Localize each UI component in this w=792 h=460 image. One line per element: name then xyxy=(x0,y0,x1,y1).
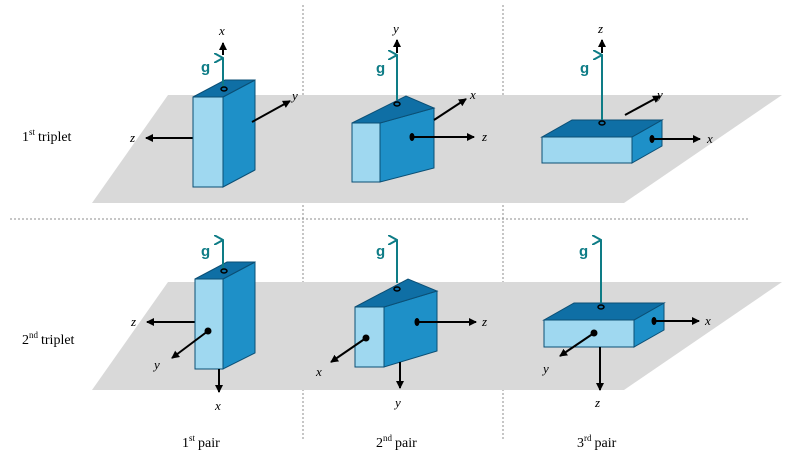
row-label-2-word: triplet xyxy=(41,333,75,348)
axis-label-y: y xyxy=(655,87,663,102)
axis-label-y: y xyxy=(152,357,160,372)
axis-label-z: z xyxy=(130,314,136,329)
sensor-origin-dot xyxy=(651,317,657,325)
sensor-front-dot xyxy=(362,334,370,342)
gravity-label: g xyxy=(579,243,588,260)
column-label-1-word: pair xyxy=(198,436,220,451)
sensor-box-top xyxy=(540,119,664,138)
column-label-3-sup: rd xyxy=(584,433,592,443)
sensor-box-top xyxy=(354,278,439,308)
axis-label-y: y xyxy=(393,395,401,410)
column-label-3-word: pair xyxy=(595,436,617,451)
sensor-box-top xyxy=(351,95,436,124)
row-label-2-ordinal: 2 xyxy=(22,333,29,348)
sensor-box-top xyxy=(542,302,666,321)
axis-label-z: z xyxy=(481,129,487,144)
sensor-box-top xyxy=(194,261,256,280)
sensor-origin-dot xyxy=(414,318,420,326)
column-label-1-sup: st xyxy=(189,433,196,443)
axis-arrow-x xyxy=(433,98,467,121)
axis-label-x: x xyxy=(218,23,225,38)
axis-label-x: x xyxy=(315,364,322,379)
sensor-top-dot xyxy=(220,268,228,274)
sensor-top-dot xyxy=(598,120,606,126)
column-label-3-ordinal: 3 xyxy=(577,436,584,451)
sensor-top-dot xyxy=(393,286,401,292)
axis-label-z: z xyxy=(481,314,487,329)
panel-row1-col2: x z g y xyxy=(351,21,487,183)
sensor-box-front xyxy=(192,96,224,188)
sensor-box-top xyxy=(192,79,256,98)
sensor-box-side xyxy=(222,79,256,188)
column-label-1-ordinal: 1 xyxy=(182,436,189,451)
panel-row2-col2: z x g y xyxy=(315,240,487,410)
gravity-label: g xyxy=(201,59,210,76)
axis-label-y: y xyxy=(290,88,298,103)
gravity-label: g xyxy=(376,60,385,77)
sensor-box-front xyxy=(354,306,385,368)
gravity-label: g xyxy=(580,60,589,77)
row-label-1-sup: st xyxy=(29,127,36,137)
row-label-1-word: triplet xyxy=(38,130,72,145)
gravity-label: g xyxy=(201,243,210,260)
column-label-2-sup: nd xyxy=(383,433,393,443)
sensor-origin-dot xyxy=(409,133,415,141)
panel-row1-col3: y x g z xyxy=(540,21,713,164)
gravity-label: g xyxy=(376,243,385,260)
axis-label-z: z xyxy=(594,395,600,410)
sensor-top-dot xyxy=(393,101,401,107)
row-label-1-ordinal: 1 xyxy=(22,130,29,145)
sensor-top-dot xyxy=(597,304,605,310)
axis-label-x: x xyxy=(469,87,476,102)
axis-arrow-y xyxy=(171,330,209,359)
axis-arrow-x xyxy=(330,337,367,363)
axis-label-z: z xyxy=(597,21,603,36)
axis-label-z: z xyxy=(129,130,135,145)
column-label-2-ordinal: 2 xyxy=(376,436,383,451)
sensor-origin-dot xyxy=(204,327,212,335)
axis-arrow-y xyxy=(251,100,291,123)
panel-row1-col1: z y g x xyxy=(129,23,298,188)
sensor-box-front xyxy=(351,122,381,183)
axis-label-y: y xyxy=(391,21,399,36)
column-label-2-word: pair xyxy=(395,436,417,451)
axis-arrow-y xyxy=(559,332,595,357)
sensor-origin-dot xyxy=(649,135,655,143)
sensor-front-dot xyxy=(590,329,598,337)
axis-arrow-y xyxy=(624,95,661,116)
sensor-origin-dot xyxy=(220,86,228,92)
axis-label-x: x xyxy=(214,398,221,413)
panel-row2-col3: x y g z xyxy=(541,240,711,410)
sensor-box-front xyxy=(543,319,635,348)
sensor-box-front xyxy=(541,136,633,164)
row-label-2-sup: nd xyxy=(29,330,39,340)
panel-row2-col1: z y g x xyxy=(130,240,256,413)
axis-label-y: y xyxy=(541,361,549,376)
sensor-box-side xyxy=(222,261,256,370)
axis-label-x: x xyxy=(706,131,713,146)
axis-label-x: x xyxy=(704,313,711,328)
sensor-box-front xyxy=(194,278,224,370)
